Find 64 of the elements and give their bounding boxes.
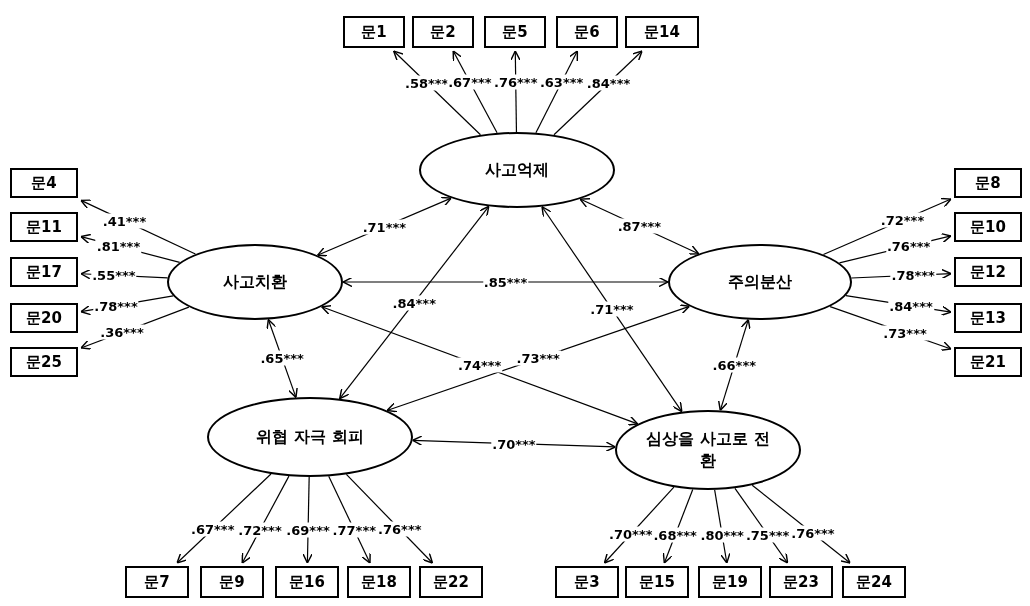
latent-factor-ellipse: 사고치환 xyxy=(167,244,343,320)
edge-label: .65*** xyxy=(259,350,305,366)
arrow xyxy=(541,206,683,413)
item-box: 문25 xyxy=(10,347,78,377)
edge-label: .73*** xyxy=(882,325,928,341)
edge-label: .76*** xyxy=(493,74,539,90)
edge-label: .67*** xyxy=(190,521,236,537)
item-box: 문20 xyxy=(10,303,78,333)
arrow xyxy=(338,205,490,400)
edge-label: .67*** xyxy=(447,74,493,90)
item-box: 문19 xyxy=(698,566,762,598)
edge-label: .66*** xyxy=(711,357,757,373)
edge-label: .70*** xyxy=(608,526,654,542)
item-box: 문2 xyxy=(412,16,474,48)
edge-label: .71*** xyxy=(589,301,635,317)
item-box: 문24 xyxy=(842,566,906,598)
edge-label: .63*** xyxy=(538,74,585,90)
edge-label: .84*** xyxy=(888,298,934,314)
edge-label: .41*** xyxy=(101,213,148,229)
latent-factor-ellipse: 위협 자극 회피 xyxy=(207,397,413,477)
item-box: 문8 xyxy=(954,168,1022,198)
edge-label: .71*** xyxy=(361,219,408,235)
item-box: 문5 xyxy=(484,16,546,48)
item-box: 문23 xyxy=(769,566,833,598)
item-box: 문9 xyxy=(200,566,264,598)
edge-label: .87*** xyxy=(616,218,663,234)
item-box: 문3 xyxy=(555,566,619,598)
item-box: 문18 xyxy=(347,566,411,598)
edge-label: .77*** xyxy=(331,522,377,538)
arrow xyxy=(342,276,669,288)
edge-label: .72*** xyxy=(237,522,283,538)
edge-label: .84*** xyxy=(585,75,632,91)
edge-label: .81*** xyxy=(95,238,142,254)
edge-label: .68*** xyxy=(652,527,698,543)
edge-label: .76*** xyxy=(377,521,423,537)
edge-label: .80*** xyxy=(699,527,745,543)
item-box: 문7 xyxy=(125,566,189,598)
edge-label: .72*** xyxy=(879,212,926,228)
edge-label: .76*** xyxy=(790,525,836,541)
item-box: 문14 xyxy=(625,16,699,48)
item-box: 문11 xyxy=(10,212,78,242)
edge-label: .74*** xyxy=(456,357,503,373)
item-box: 문6 xyxy=(556,16,618,48)
latent-factor-ellipse: 주의분산 xyxy=(668,244,852,320)
edge-label: .58*** xyxy=(403,75,450,91)
item-box: 문16 xyxy=(275,566,339,598)
edge-label: .36*** xyxy=(99,324,145,340)
item-box: 문21 xyxy=(954,347,1022,377)
edge-label: .84*** xyxy=(391,295,437,311)
latent-factor-ellipse: 사고억제 xyxy=(419,132,615,208)
latent-factor-ellipse: 심상을 사고로 전환 xyxy=(615,410,801,490)
edge-label: .73*** xyxy=(515,350,561,366)
item-box: 문12 xyxy=(954,257,1022,287)
edge-label: .78*** xyxy=(93,298,139,314)
edge-label: .76*** xyxy=(885,238,932,254)
item-box: 문15 xyxy=(625,566,689,598)
item-box: 문1 xyxy=(343,16,405,48)
item-box: 문4 xyxy=(10,168,78,198)
edge-label: .75*** xyxy=(744,527,791,543)
item-box: 문17 xyxy=(10,257,78,287)
item-box: 문13 xyxy=(954,303,1022,333)
item-box: 문22 xyxy=(419,566,483,598)
edge-label: .69*** xyxy=(285,522,331,538)
item-box: 문10 xyxy=(954,212,1022,242)
